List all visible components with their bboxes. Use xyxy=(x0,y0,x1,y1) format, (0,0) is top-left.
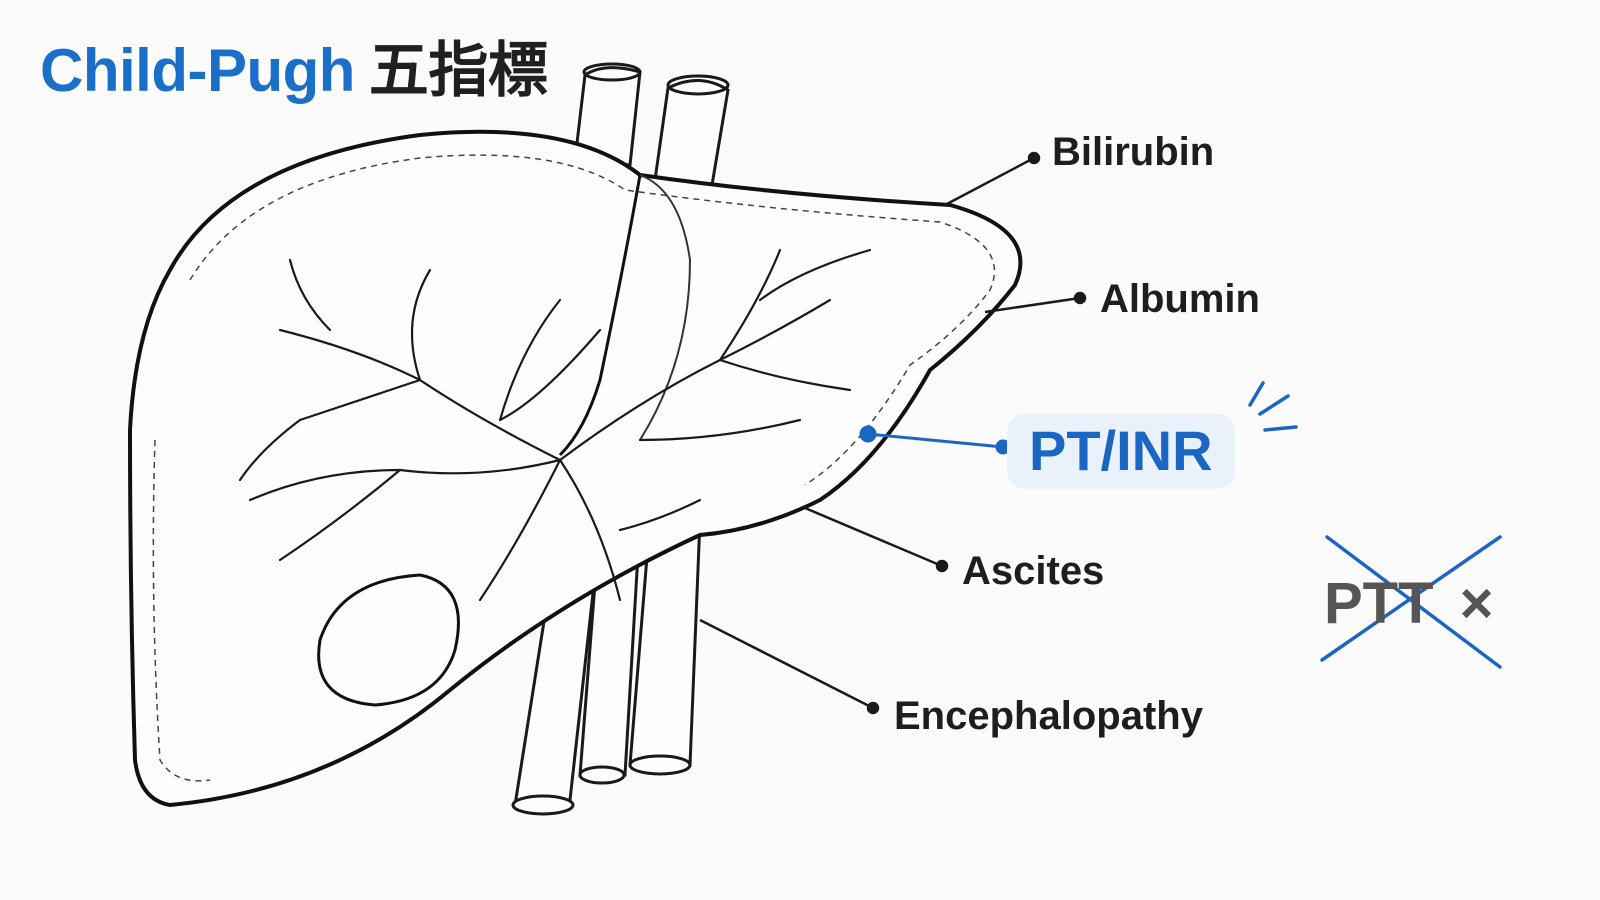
emphasis-sparkle-icon xyxy=(1248,381,1298,432)
title-zh: 五指標 xyxy=(368,36,548,106)
label-pt-inr: PT/INR xyxy=(1007,414,1235,489)
cross-out-icon xyxy=(1320,535,1502,669)
title-en: Child-Pugh xyxy=(40,37,355,104)
excluded-mark: × xyxy=(1459,571,1494,636)
label-albumin: Albumin xyxy=(1100,277,1260,321)
label-encephalopathy: Encephalopathy xyxy=(894,694,1203,738)
label-ascites: Ascites xyxy=(962,549,1105,593)
excluded-ptt: PTT × xyxy=(1324,570,1494,637)
excluded-text: PTT xyxy=(1324,571,1434,636)
label-bilirubin: Bilirubin xyxy=(1052,130,1215,174)
